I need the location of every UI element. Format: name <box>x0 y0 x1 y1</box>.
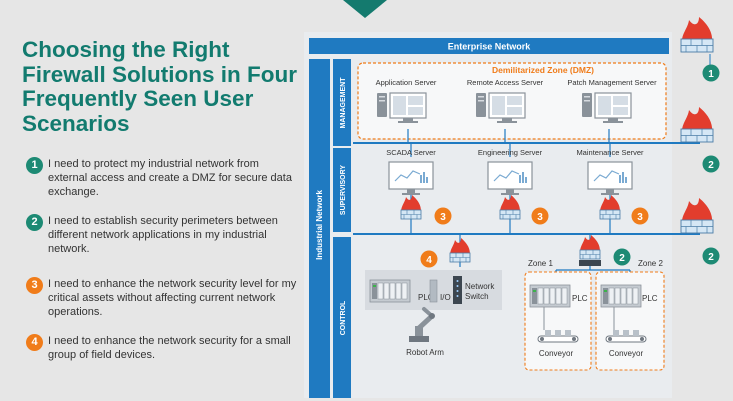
control-level-label: CONTROL <box>340 300 347 335</box>
scenario-number: 1 <box>26 157 43 174</box>
header-pointer <box>343 0 387 18</box>
application-server-label: Application Server <box>376 78 437 87</box>
network-switch-label-1: Network <box>465 282 495 291</box>
enterprise-network-bar <box>309 38 669 54</box>
industrial-network-bar <box>309 59 330 398</box>
supervisory-level-label: SUPERVISORY <box>340 165 347 216</box>
scenario-number: 3 <box>26 277 43 294</box>
industrial-network-label: Industrial Network <box>315 190 324 260</box>
dmz-label: Demilitarized Zone (DMZ) <box>492 65 594 75</box>
remote-access-server-label: Remote Access Server <box>467 78 544 87</box>
scenario-number: 2 <box>26 214 43 231</box>
badge-3-maintenance: 3 <box>637 212 643 223</box>
scenario-number: 4 <box>26 334 43 351</box>
network-switch-label-2: Switch <box>465 292 489 301</box>
io-label: I/O <box>440 293 451 302</box>
zone-2-conveyor-label: Conveyor <box>609 349 644 358</box>
patch-management-server-label: Patch Management Server <box>567 78 657 87</box>
zone-2-plc-icon <box>600 284 642 308</box>
badge-4: 4 <box>426 255 432 266</box>
management-level-label: MANAGEMENT <box>340 77 347 129</box>
badge-3-scada: 3 <box>440 212 446 223</box>
enterprise-firewall-icon <box>680 16 714 53</box>
supervisory-firewall-icon <box>680 197 714 234</box>
robot-arm-label: Robot Arm <box>406 348 444 357</box>
zone-1-plc-icon <box>529 284 571 308</box>
zone-1-conveyor-label: Conveyor <box>539 349 574 358</box>
badge-2-zones: 2 <box>619 253 625 264</box>
robot-cell-plc-icon <box>369 279 411 303</box>
badge-2-supervisory: 2 <box>708 252 714 263</box>
management-level-bar <box>333 59 351 146</box>
enterprise-network-label: Enterprise Network <box>448 42 532 52</box>
badge-1: 1 <box>708 69 714 80</box>
badge-2-management: 2 <box>708 160 714 171</box>
scenario-text: I need to protect my industrial network … <box>48 158 292 198</box>
zone-2-label: Zone 2 <box>638 259 663 268</box>
supervisory-level-bar <box>333 148 351 232</box>
engineering-server-label: Engineering Server <box>478 148 543 157</box>
scenario-text: I need to enhance the network security f… <box>48 335 291 361</box>
scada-server-label: SCADA Server <box>386 148 436 157</box>
management-firewall-icon <box>680 106 714 143</box>
badge-3-engineering: 3 <box>537 212 543 223</box>
page-title: Choosing the Right Firewall Solutions in… <box>22 37 298 136</box>
maintenance-server-label: Maintenance Server <box>576 148 644 157</box>
robot-arm-icon <box>409 307 435 342</box>
robot-cell-plc-label: PLC <box>418 293 434 302</box>
zone-1-label: Zone 1 <box>528 259 553 268</box>
scenario-text: I need to enhance the network security l… <box>48 278 297 318</box>
control-level-bar <box>333 237 351 398</box>
scenario-text: I need to establish security perimeters … <box>48 215 278 255</box>
zone-1-plc-label: PLC <box>572 294 588 303</box>
zone-2-plc-label: PLC <box>642 294 658 303</box>
